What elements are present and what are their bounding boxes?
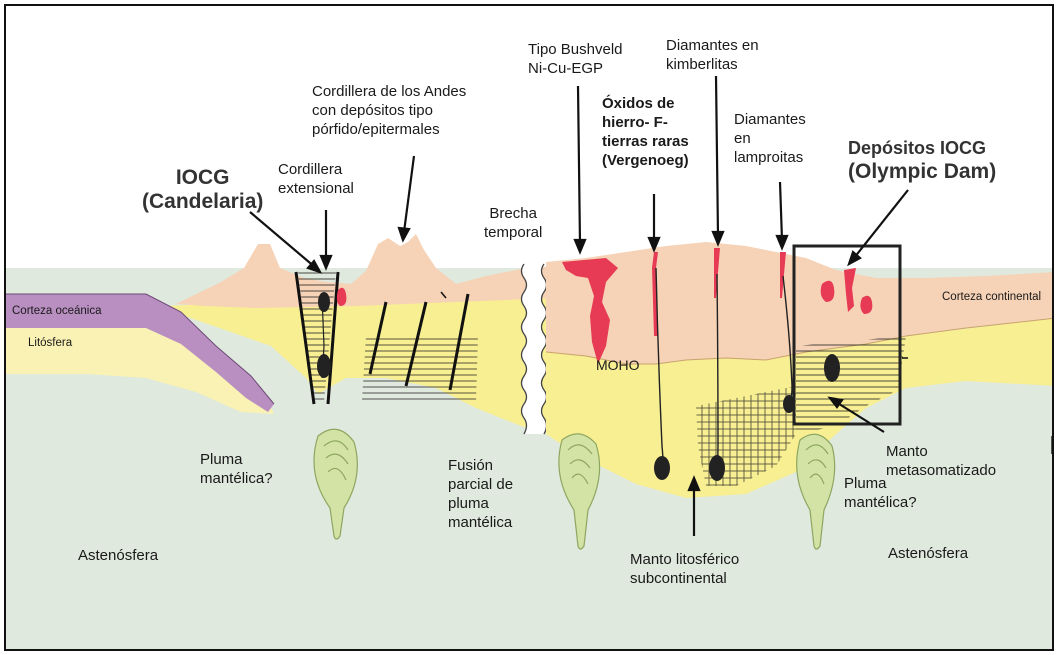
label-corteza-oceanica: Corteza oceánica	[12, 304, 102, 318]
rift-blob-lower	[317, 354, 331, 378]
label-astenosfera-right: Astenósfera	[888, 544, 968, 563]
lamproite-root	[783, 395, 795, 413]
label-moho: MOHO	[596, 356, 640, 375]
label-litosfera: Litósfera	[28, 336, 72, 350]
rift-blob-upper	[318, 292, 330, 312]
label-astenosfera-left: Astenósfera	[78, 546, 158, 565]
label-iocg-candelaria: IOCG(Candelaria)	[142, 166, 263, 214]
label-depositos-iocg: Depósitos IOCG(Olympic Dam)	[848, 136, 996, 184]
olympic-dam-intrusion-3	[860, 296, 872, 314]
olympic-dam-blob	[824, 354, 840, 382]
fault-hatch-zone	[362, 336, 478, 402]
kimberlite-root-1	[654, 456, 670, 480]
kimberlite-root-2	[709, 455, 725, 481]
label-corteza-continental: Corteza continental	[942, 290, 1041, 304]
candelaria-intrusion	[337, 288, 347, 306]
